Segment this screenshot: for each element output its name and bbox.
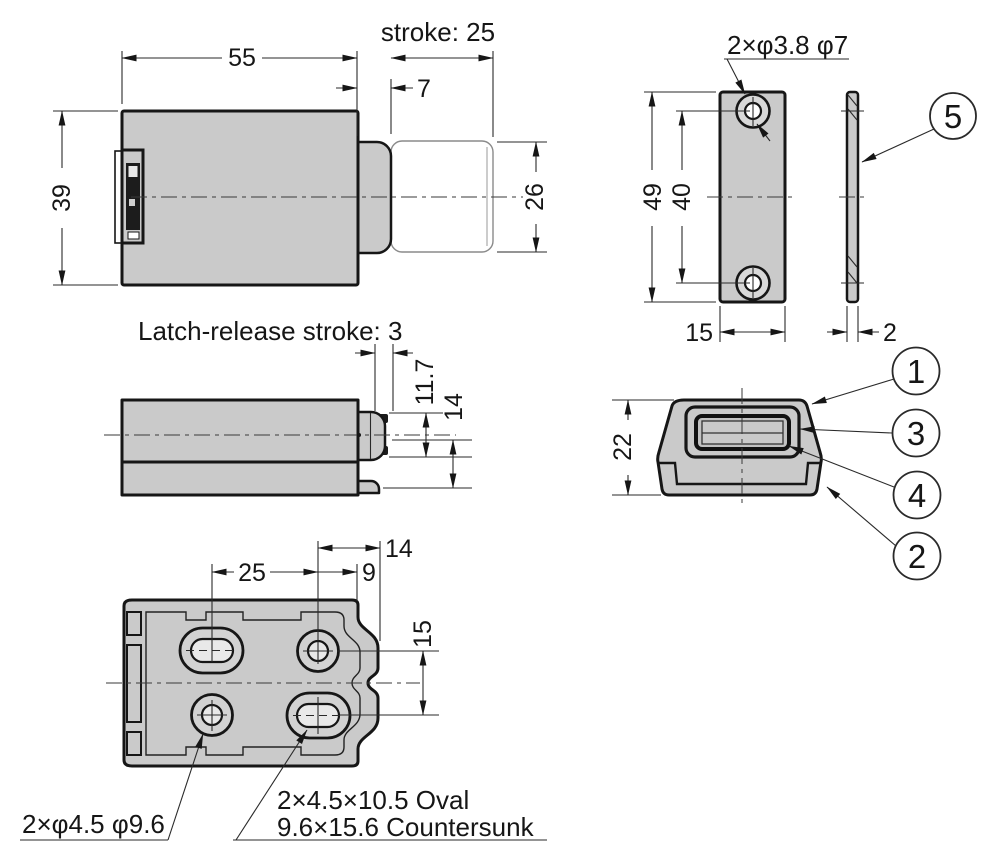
dim-7: 7 [417, 75, 431, 103]
latch-body-top [120, 398, 360, 464]
dim-11-7: 11.7 [411, 359, 439, 406]
side-slot-1 [126, 611, 142, 636]
balloon-1 [891, 346, 941, 396]
plunger-top [356, 410, 387, 462]
side-view [114, 109, 523, 287]
callout-oval-line2: 9.6×15.6 Countersunk [277, 812, 535, 842]
strike-plate-dimensions: 49 40 15 2 [639, 91, 897, 347]
side-slot-3 [126, 731, 142, 756]
balloon-3 [891, 408, 941, 458]
top-view-dimensions: 11.7 14 [355, 344, 472, 489]
balloon-2-label: 2 [908, 538, 926, 575]
dim-40: 40 [668, 183, 696, 211]
bottom-view-callouts: 2×φ4.5 φ9.6 2×4.5×10.5 Oval 9.6×15.6 Cou… [20, 729, 547, 842]
dim-2: 2 [883, 319, 897, 347]
balloon-2 [892, 531, 942, 581]
front-view [656, 388, 823, 508]
latch-foot [356, 479, 381, 495]
latch-body-side [120, 109, 360, 287]
strike-plate-front-view [707, 90, 797, 304]
balloon-5-label: 5 [944, 98, 962, 135]
bottom-view [106, 598, 420, 768]
top-view: Latch-release stroke: 3 [104, 316, 456, 497]
front-view-dimensions: 22 [609, 399, 674, 496]
dim-stroke-25: stroke: 25 [381, 17, 495, 47]
dim-39: 39 [48, 184, 76, 212]
dim-55: 55 [228, 44, 256, 72]
dim-14-bottom: 14 [385, 535, 413, 563]
balloon-3-group: 3 [891, 408, 941, 458]
dim-14-top: 14 [440, 393, 468, 421]
balloon-3-label: 3 [907, 415, 925, 452]
balloon-2-group: 2 [892, 531, 942, 581]
balloon-1-group: 1 [891, 346, 941, 396]
latch-base-top [120, 460, 360, 497]
balloon-4-label: 4 [908, 477, 926, 514]
callout-plate-holes: 2×φ3.8 φ7 [727, 30, 848, 60]
balloon-4-group: 4 [892, 470, 942, 520]
dim-26: 26 [521, 183, 549, 211]
bottom-view-dimensions: 25 9 14 15 [211, 535, 439, 716]
strike-plate-side-view [839, 90, 866, 304]
balloon-leaders [788, 378, 897, 547]
callout-round-holes: 2×φ4.5 φ9.6 [22, 809, 165, 839]
balloon-4 [892, 470, 942, 520]
balloon-1-label: 1 [907, 353, 925, 390]
label-latch-release-stroke: Latch-release stroke: 3 [138, 316, 402, 346]
callout-oval-line1: 2×4.5×10.5 Oval [277, 785, 469, 815]
balloon-5 [929, 92, 977, 140]
side-view-dimensions: 55 7 stroke: 25 39 26 [48, 17, 549, 286]
dim-15-plate: 15 [685, 319, 713, 347]
dim-9: 9 [362, 559, 376, 587]
plate-hole-callout: 2×φ3.8 φ7 [724, 30, 849, 142]
dim-49: 49 [639, 183, 667, 211]
dim-15-bottom: 15 [409, 620, 437, 648]
dim-25: 25 [238, 559, 266, 587]
dim-22: 22 [609, 433, 637, 461]
balloon-5-group: 5 [861, 92, 977, 163]
